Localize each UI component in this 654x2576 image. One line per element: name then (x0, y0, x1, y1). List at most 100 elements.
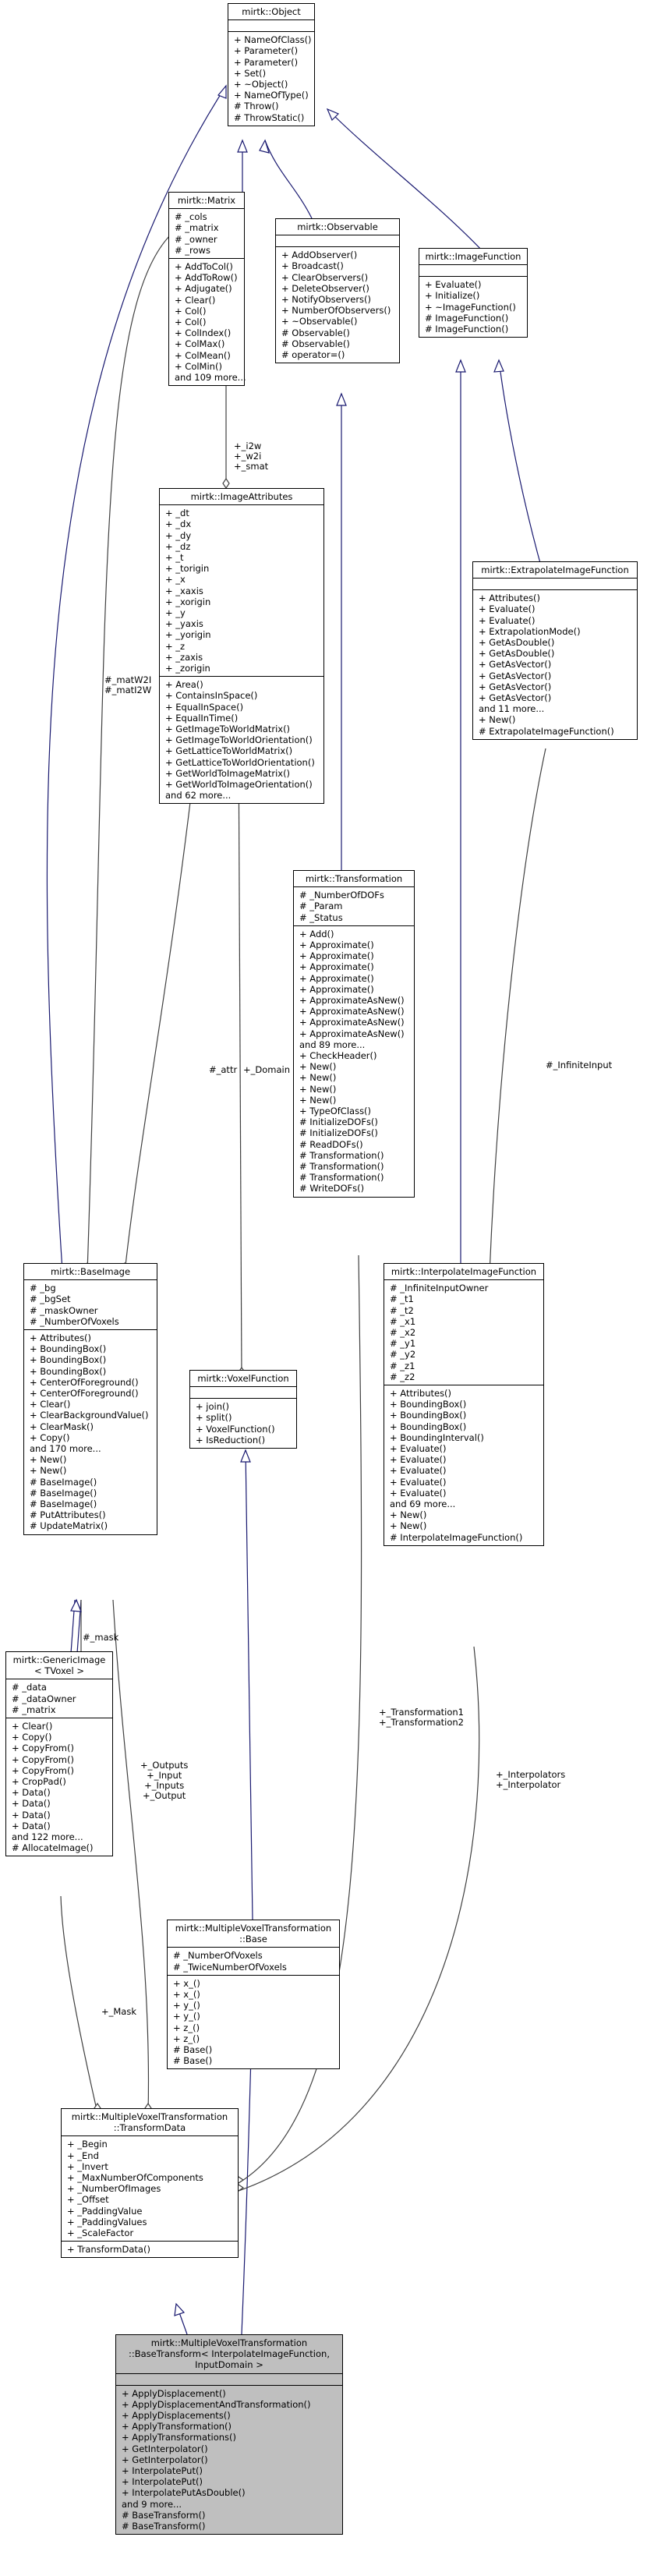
class-object[interactable]: mirtk::Object + NameOfClass()+ Parameter… (228, 3, 315, 126)
class-member: + _dz (165, 540, 191, 552)
class-member: + GetImageToWorldMatrix() (165, 724, 291, 735)
class-member: + NumberOfObservers() (281, 305, 391, 317)
class-member: # _NumberOfVoxels (30, 1315, 119, 1327)
class-methods: + Attributes()+ Evaluate()+ Evaluate()+ … (473, 590, 637, 739)
class-member: + CropPad() (12, 1776, 66, 1788)
class-member: # _data (12, 1682, 47, 1693)
class-basetransform[interactable]: mirtk::MultipleVoxelTransformation ::Bas… (115, 2334, 343, 2535)
class-member: + Clear() (12, 1721, 53, 1732)
class-transformation[interactable]: mirtk::Transformation # _NumberOfDOFs# _… (293, 870, 415, 1198)
class-member: + ~ImageFunction() (425, 301, 516, 313)
class-member: # ImageFunction() (425, 324, 509, 335)
class-member: # _maskOwner (30, 1304, 98, 1316)
class-extrapolateimagefunction[interactable]: mirtk::ExtrapolateImageFunction + Attrib… (472, 561, 638, 740)
class-member: # _x1 (390, 1315, 416, 1327)
class-member: + New() (299, 1083, 337, 1095)
class-member: + _yaxis (165, 618, 203, 630)
class-member: + VoxelFunction() (196, 1423, 275, 1435)
class-member: + Add() (299, 928, 334, 939)
class-member: + x_() (173, 1977, 200, 1989)
class-member: + Approximate() (299, 961, 374, 973)
class-member: + _z (165, 640, 186, 652)
class-member: # _t2 (390, 1304, 414, 1316)
class-imageattributes[interactable]: mirtk::ImageAttributes + _dt+ _dx+ _dy+ … (159, 488, 324, 805)
class-member: # Transformation() (299, 1161, 384, 1173)
class-member: + ExtrapolationMode() (479, 625, 581, 637)
class-matrix[interactable]: mirtk::Matrix # _cols# _matrix# _owner# … (168, 192, 246, 387)
class-member: # AllocateImage() (12, 1842, 94, 1854)
class-attributes: # _cols# _matrix# _owner# _rows (169, 209, 244, 260)
edge-label-outputs: +_Outputs +_Input +_Inputs +_Output (140, 1760, 189, 1801)
class-member: + AddObserver() (281, 249, 358, 261)
class-transformdata[interactable]: mirtk::MultipleVoxelTransformation ::Tra… (61, 2108, 239, 2259)
edge-label-interpolators: +_Interpolators +_Interpolator (496, 1769, 566, 1790)
class-member: + Parameter() (234, 45, 299, 57)
class-member: + ApplyDisplacements() (122, 2410, 231, 2422)
class-member: # InitializeDOFs() (299, 1127, 378, 1139)
class-member: + Evaluate() (390, 1454, 447, 1466)
arrow-imagefunction-object (326, 108, 340, 122)
class-member: + BoundingBox() (390, 1421, 467, 1432)
class-member: # _owner (175, 233, 217, 245)
class-member: + GetLatticeToWorldMatrix() (165, 745, 293, 757)
class-title: mirtk::VoxelFunction (190, 1371, 296, 1388)
class-mvt-base[interactable]: mirtk::MultipleVoxelTransformation ::Bas… (167, 1920, 340, 2070)
class-member: + TypeOfClass() (299, 1106, 372, 1117)
class-title: mirtk::InterpolateImageFunction (384, 1264, 543, 1281)
class-attributes: # _NumberOfVoxels# _TwiceNumberOfVoxels (168, 1948, 339, 1976)
class-member: + BoundingBox() (30, 1365, 107, 1377)
class-imagefunction[interactable]: mirtk::ImageFunction + Evaluate()+ Initi… (419, 248, 528, 338)
class-member: + _dy (165, 529, 192, 541)
class-title: mirtk::ImageFunction (419, 249, 527, 266)
class-member: # _NumberOfDOFs (299, 890, 384, 901)
class-member: # Throw() (234, 101, 279, 112)
class-attributes (473, 579, 637, 591)
class-title: mirtk::MultipleVoxelTransformation ::Bas… (168, 1920, 339, 1948)
class-title: mirtk::Matrix (169, 193, 244, 210)
class-methods: + Attributes()+ BoundingBox()+ BoundingB… (24, 1330, 157, 1534)
class-member: # _NumberOfVoxels (173, 1950, 263, 1962)
class-member: + GetAsVector() (479, 692, 552, 704)
diamond-matrix-imageattributes (222, 477, 230, 490)
class-member: # ReadDOFs() (299, 1138, 363, 1150)
class-member: + GetAsDouble() (479, 648, 555, 660)
class-member: + _torigin (165, 563, 210, 575)
class-title: mirtk::BaseImage (24, 1264, 157, 1281)
edge-label-infiniteinput: #_InfiniteInput (546, 1060, 613, 1070)
class-interpolateimagefunction[interactable]: mirtk::InterpolateImageFunction # _Infin… (384, 1263, 544, 1546)
class-member: + NotifyObservers() (281, 294, 372, 306)
arrow-transformation-observable (336, 392, 347, 406)
class-attributes: # _data# _dataOwner# _matrix (6, 1679, 112, 1719)
class-methods: + Add()+ Approximate()+ Approximate()+ A… (294, 926, 414, 1197)
class-member: # Observable() (281, 327, 350, 338)
class-member: + New() (30, 1454, 67, 1466)
class-member: + _xorigin (165, 596, 211, 607)
class-observable[interactable]: mirtk::Observable + AddObserver()+ Broad… (275, 218, 400, 364)
class-member: + _zaxis (165, 651, 203, 663)
edge-baseimage-transformdata-outputs (112, 1599, 150, 2114)
class-member: # _bg (30, 1283, 56, 1294)
class-member: + CheckHeader() (299, 1050, 377, 1062)
edge-label-transformation: +_Transformation1 +_Transformation2 (379, 1707, 464, 1728)
class-member: + GetInterpolator() (122, 2454, 208, 2465)
class-member: # _matrix (12, 1704, 56, 1715)
class-genericimage[interactable]: mirtk::GenericImage < TVoxel > # _data# … (5, 1651, 113, 1857)
class-member: + DeleteObserver() (281, 282, 369, 294)
class-member: + CopyFrom() (12, 1764, 74, 1776)
class-member: + BoundingBox() (390, 1410, 467, 1421)
class-methods: + Attributes() + BoundingBox()+ BoundingB… (384, 1385, 543, 1545)
class-member: # BaseTransform() (122, 2509, 206, 2521)
class-member: # _InfiniteInputOwner (390, 1283, 489, 1294)
arrow-mvtbase-voxelfunction (240, 1449, 251, 1463)
class-member: + GetImageToWorldOrientation() (165, 734, 313, 746)
edge-imageattributes-voxelfunction (238, 728, 242, 1378)
class-baseimage[interactable]: mirtk::BaseImage # _bg# _bgSet# _maskOwn… (23, 1263, 157, 1535)
edge-extrapolate-interpolate (489, 748, 546, 1275)
class-methods: + AddToCol()+ AddToRow()+ Adjugate()+ Cl… (169, 259, 246, 385)
edge-imagefunction-object (327, 108, 484, 253)
edge-genericimage-transformdata-mask (60, 1895, 98, 2114)
class-member: + ApplyDisplacementAndTransformation() (122, 2398, 311, 2410)
class-voxelfunction[interactable]: mirtk::VoxelFunction + join()+ split()+ … (189, 1370, 297, 1449)
class-member: + Attributes() (390, 1388, 452, 1399)
